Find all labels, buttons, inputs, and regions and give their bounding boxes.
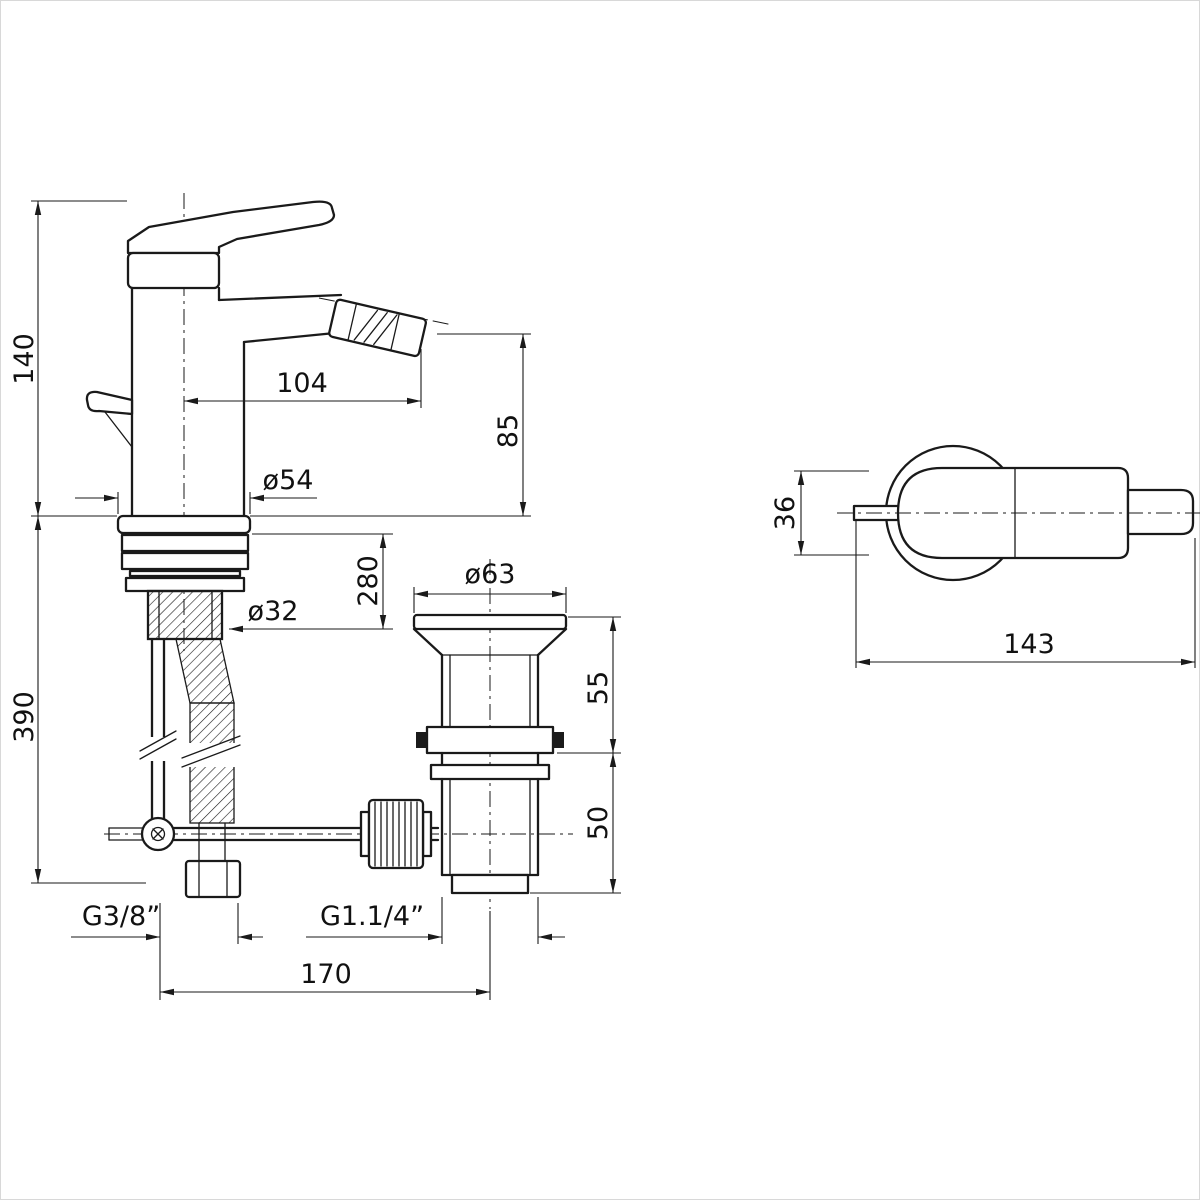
dim-height-above-deck: 140 [9, 333, 40, 385]
dim-drain-thread: G1.1/4” [320, 901, 424, 932]
funnel-right [536, 627, 568, 657]
supply-lines [108, 637, 242, 899]
pipe-break-mark-1 [139, 738, 177, 760]
drain-flange-rim [412, 613, 568, 631]
gasket-3 [124, 576, 246, 593]
collar-tab-left [416, 732, 428, 748]
handle-base [126, 251, 221, 290]
locking-collar [425, 725, 555, 755]
gasket-2 [120, 551, 250, 571]
dim-drain-lower-height: 50 [583, 806, 614, 840]
aerator-band-1 [347, 302, 358, 342]
dim-body-width: 36 [770, 496, 801, 530]
dim-spout-height: 85 [493, 414, 524, 448]
flex-hose-upper [175, 638, 235, 704]
popup-rod [172, 798, 440, 870]
base-flange [116, 514, 252, 535]
dim-hose-length: 280 [353, 555, 384, 607]
dim-base-diameter: ø54 [263, 465, 314, 496]
spout-bottom-edge [242, 331, 337, 344]
hose-break-mark-1 [181, 744, 241, 768]
inlet-nut [184, 859, 242, 899]
top-view: 36 143 [770, 444, 1200, 668]
faucet-outline [85, 200, 427, 641]
aerator [328, 298, 427, 358]
rod-collar-right [421, 810, 433, 858]
aerator-knurl-1 [353, 309, 379, 341]
dim-height-below-deck: 390 [9, 691, 40, 743]
pipe-break-mark-2 [139, 730, 177, 752]
aerator-body [328, 298, 427, 358]
top-view-dimensions: 36 143 [770, 470, 1196, 668]
dim-drain-upper-height: 55 [583, 671, 614, 705]
dim-center-to-drain: 170 [300, 959, 352, 990]
drain-assembly [412, 613, 568, 895]
popup-lever-rod [104, 411, 133, 448]
dim-overall-length: 143 [1003, 629, 1055, 660]
gasket-1 [120, 533, 250, 553]
dim-shank-diameter: ø32 [248, 596, 299, 627]
aerator-band-2 [390, 312, 401, 352]
spout-top-edge [217, 293, 343, 302]
gasket-shim [128, 569, 242, 578]
aerator-knurl-2 [363, 311, 388, 343]
dim-spout-reach: 104 [276, 368, 328, 399]
hose-break-mark-2 [181, 735, 241, 759]
front-view-dimensions: 140 390 104 85 ø54 280 [9, 200, 621, 1000]
valve-screw [150, 826, 166, 842]
front-view: 140 390 104 85 ø54 280 [9, 193, 621, 1000]
dim-drain-flange-diameter: ø63 [465, 559, 516, 590]
collar-tab-right [552, 732, 564, 748]
valve-screw-slot-2 [152, 828, 164, 840]
threaded-shank [146, 589, 224, 641]
handle-lever [126, 200, 336, 255]
dim-inlet-thread: G3/8” [82, 901, 160, 932]
rod-collar-left [359, 810, 371, 858]
funnel-left [412, 627, 444, 657]
body-ring [429, 763, 551, 781]
adjuster-knob [367, 798, 425, 870]
aerator-knurl-3 [373, 314, 398, 346]
popup-lever [85, 390, 134, 416]
tailpipe [450, 873, 530, 895]
handle-end-cap [1126, 488, 1195, 536]
